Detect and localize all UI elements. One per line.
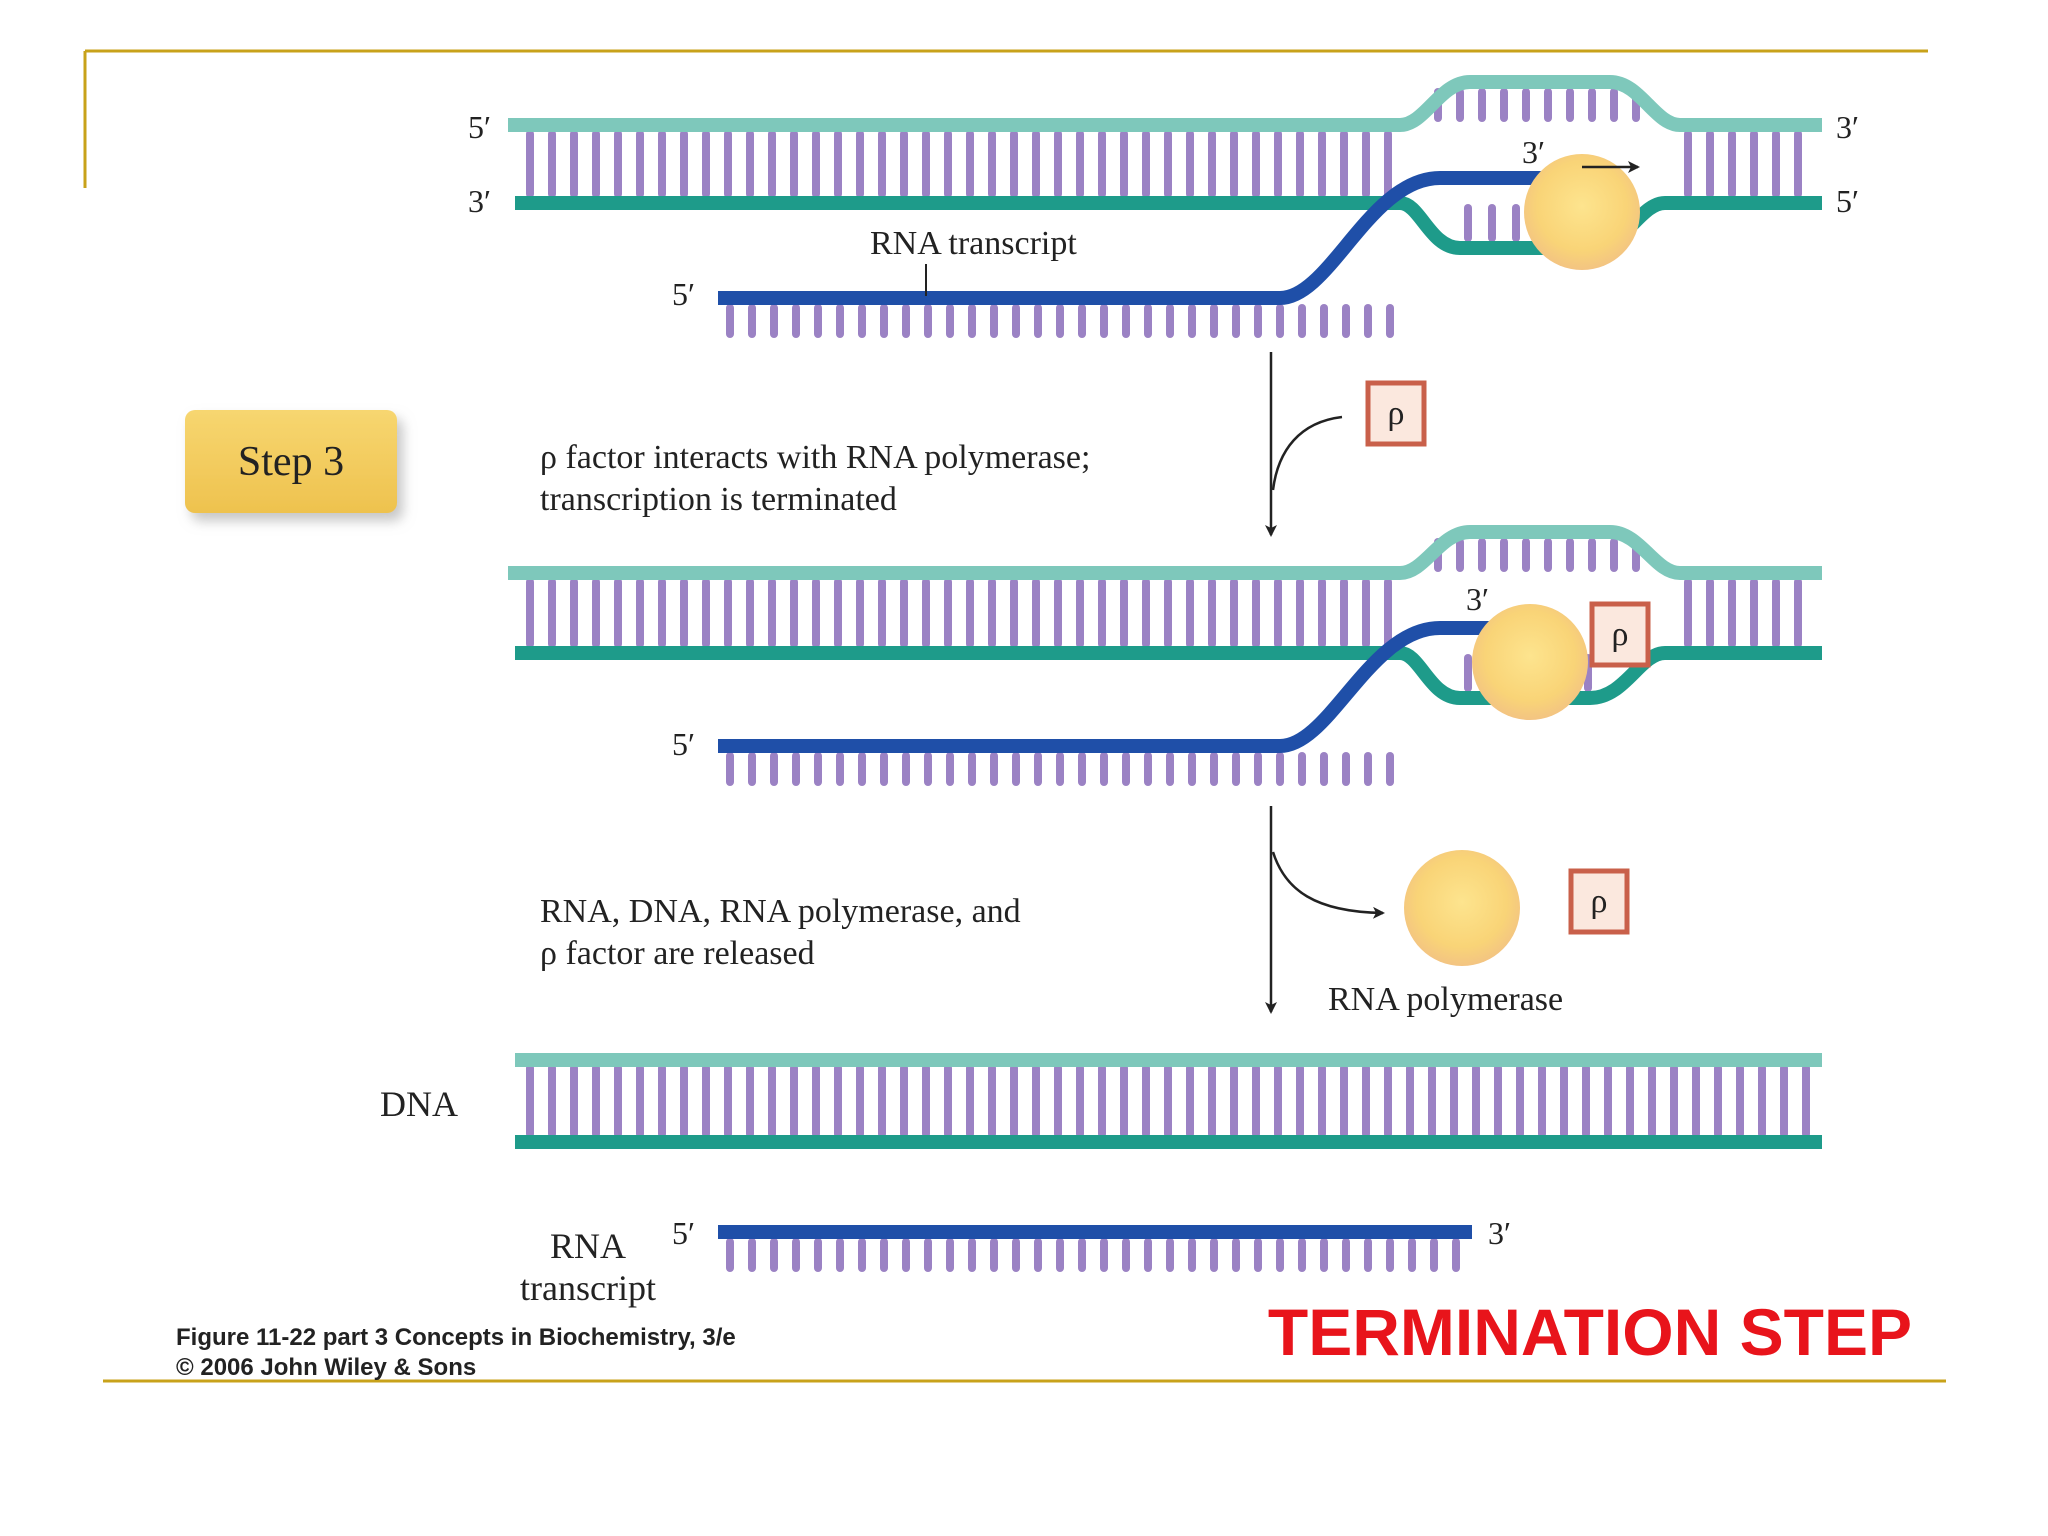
caption-step-b-line2: ρ factor are released [540,935,815,972]
rna-bases [726,304,1394,338]
dna-template-strand-top [508,75,1822,132]
label-3prime-bottom-left: 3′ [468,183,491,219]
released-rna-transcript [718,1225,1472,1272]
label-5prime-top-left: 5′ [468,109,491,145]
label-rna: RNA [550,1226,626,1266]
label-rna-transcript: RNA transcript [870,225,1077,262]
rho-label: ρ [1591,883,1608,920]
rna-bases [726,1238,1460,1272]
rho-label: ρ [1388,395,1405,432]
rho-factor-box: ρ [1365,380,1427,447]
rna-polymerase [1472,604,1588,720]
label-rna-3prime-end: 3′ [1466,581,1489,617]
rna-transcript-strand [718,621,1490,753]
rna-polymerase [1524,154,1640,270]
caption-step-b-line1: RNA, DNA, RNA polymerase, and [540,893,1021,930]
label-transcript: transcript [520,1268,656,1308]
label-dna: DNA [380,1084,458,1124]
released-dna [515,1053,1822,1149]
panel-elongation-complex: 5′ 3′ 3′ 5′ 3′ 5′ RNA transcript [468,75,1859,338]
label-5prime-bottom-right: 5′ [1836,183,1859,219]
rna-bases [726,752,1394,786]
slide-title: TERMINATION STEP [1268,1295,1912,1369]
base-pairs [526,538,1802,692]
transition-arrow-2 [1265,806,1385,1014]
base-pairs [526,1064,1810,1138]
panel-rho-bound-complex: ρ 3′ 5′ [508,525,1822,786]
base-pairs [526,88,1802,242]
label-rna-3prime-end: 3′ [1522,134,1545,170]
dna-template-strand-top [508,525,1822,580]
figure-credit-line1: Figure 11-22 part 3 Concepts in Biochemi… [176,1324,736,1351]
label-rna-5prime-end: 5′ [672,1215,695,1251]
slide-frame [83,49,1946,1383]
released-rna-polymerase [1404,850,1520,966]
rna-transcript-strand [718,171,1545,305]
label-rna-polymerase: RNA polymerase [1328,981,1563,1018]
caption-step-a-line2: transcription is terminated [540,481,897,518]
label-rna-5prime-end: 5′ [672,726,695,762]
released-rho-factor: ρ [1568,868,1630,935]
label-rna-5prime-end: 5′ [672,276,695,312]
step-badge: Step 3 [185,410,397,513]
rho-factor-box: ρ [1589,601,1651,668]
label-3prime-top-right: 3′ [1836,109,1859,145]
caption-step-a-line1: ρ factor interacts with RNA polymerase; [540,439,1090,476]
rho-label: ρ [1612,616,1629,653]
step-badge-label: Step 3 [238,439,344,485]
transition-arrow-1: ρ [1265,352,1427,537]
label-rna-3prime-end: 3′ [1488,1215,1511,1251]
figure-credit-line2: © 2006 John Wiley & Sons [176,1354,476,1381]
